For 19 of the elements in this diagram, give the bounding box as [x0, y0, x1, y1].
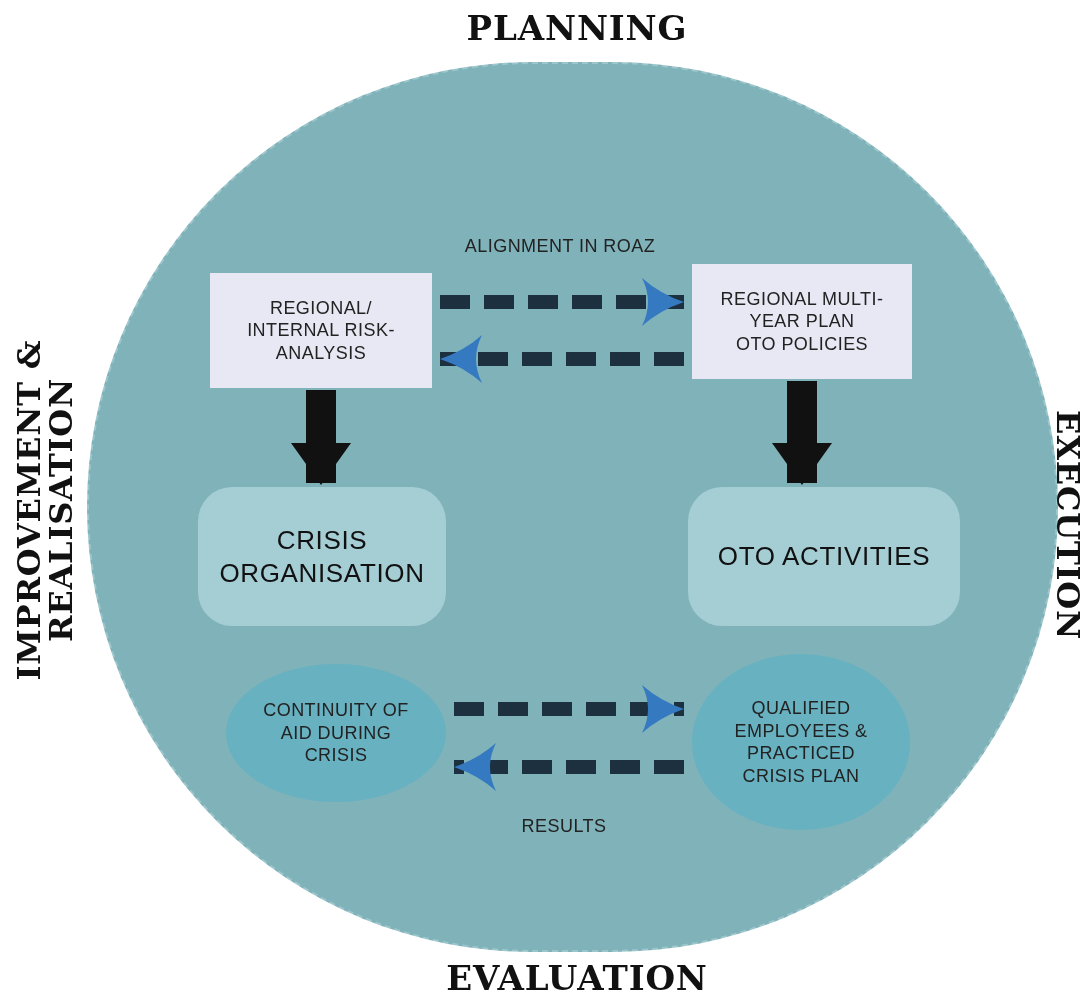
arrow-caption: ALIGNMENT IN ROAZ	[464, 234, 656, 258]
node-text: REGIONAL/ INTERNAL RISK-ANALYSIS	[246, 296, 396, 365]
process-box	[692, 264, 912, 379]
down-arrow	[291, 390, 351, 485]
phase-heading: PLANNING	[466, 6, 688, 50]
rounded-box	[198, 487, 446, 626]
phase-heading: EXECUTION	[1048, 409, 1087, 641]
phase-heading: IMPROVEMENT & REALISATION	[13, 338, 77, 683]
node-text: CRISIS ORGANISATION	[218, 524, 426, 589]
phase-heading: EVALUATION	[446, 956, 708, 996]
node-text: QUALIFIED EMPLOYEES & PRACTICED CRISIS PLAN	[733, 697, 869, 787]
rounded-box	[688, 487, 960, 626]
down-arrow	[772, 381, 832, 485]
node-text: OTO POLICIES	[735, 332, 869, 356]
arrow-caption: RESULTS	[521, 814, 607, 838]
node-text: CONTINUITY OF AID DURING CRISIS	[262, 699, 410, 767]
node-text: OTO ACTIVITIES	[717, 540, 931, 573]
process-box	[210, 273, 432, 388]
node-text: REGIONAL MULTI-YEAR PLAN	[719, 287, 885, 333]
